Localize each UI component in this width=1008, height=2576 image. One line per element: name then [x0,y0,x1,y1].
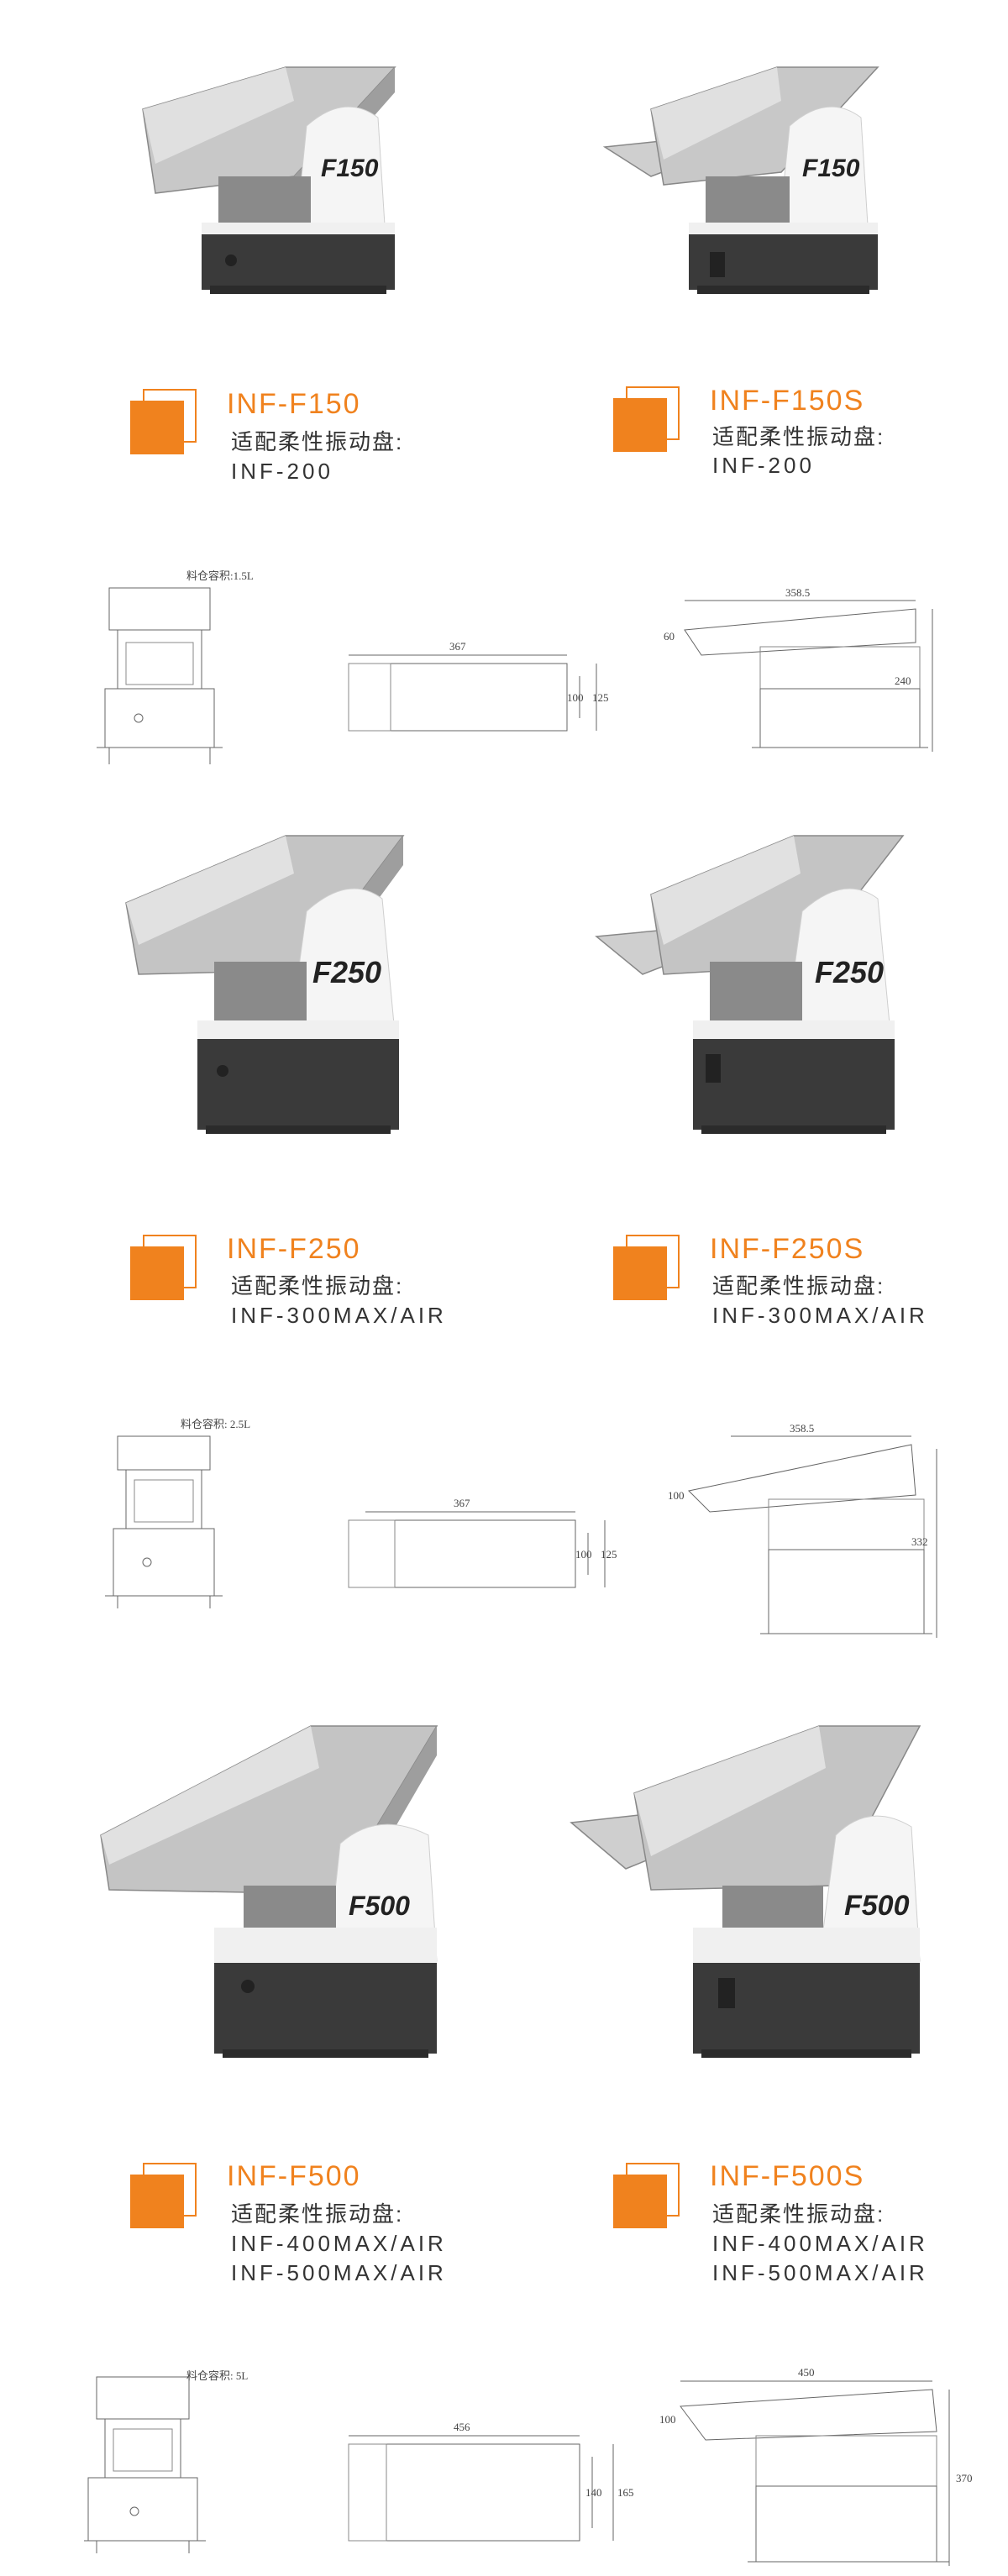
model-name: INF-F500 [227,2160,361,2192]
capacity-note: 料仓容积:1.5L [186,569,254,582]
product-badge: F250 [312,955,381,989]
top-view-drawing: 456 140 165 [348,2421,634,2542]
svg-text:100: 100 [567,691,584,704]
capacity-note: 料仓容积: 5L [186,2369,249,2382]
svg-text:358.5: 358.5 [790,1422,814,1435]
svg-text:60: 60 [664,630,675,643]
product-image-f150s: F150 [602,66,879,294]
svg-text:240: 240 [895,674,911,687]
product-badge: F250 [815,955,884,989]
accent-square [130,1246,184,1300]
svg-text:450: 450 [798,2366,815,2379]
compat-plate: INF-300MAX/AIR [712,1303,928,1328]
accent-square [613,1246,667,1300]
side-view-drawing: 450 100 370 [659,2366,973,2566]
svg-text:100: 100 [659,2413,676,2426]
model-name: INF-F150S [710,385,865,417]
side-view-drawing: 358.5 100 332 [668,1422,937,1638]
product-image-f250s: F250 [595,835,905,1134]
compat-label: 适配柔性振动盘: [712,424,885,449]
compat-plate: INF-400MAX/AIR [712,2231,928,2256]
svg-text:332: 332 [911,1535,928,1548]
svg-text:125: 125 [592,691,609,704]
compat-plate: INF-300MAX/AIR [231,1303,447,1328]
compat-plate: INF-400MAX/AIR [231,2231,447,2256]
side-view-drawing: 358.5 60 240 [664,586,933,752]
product-image-f500s: F500 [570,1725,921,2058]
svg-text:100: 100 [575,1548,592,1561]
svg-text:100: 100 [668,1489,685,1502]
accent-square [613,2175,667,2228]
front-view-drawing [84,2376,206,2553]
svg-text:370: 370 [956,2472,973,2484]
svg-text:367: 367 [449,640,466,653]
model-name: INF-F250S [710,1233,865,1265]
compat-label: 适配柔性振动盘: [231,2201,404,2227]
product-badge: F150 [802,155,860,182]
product-badge: F150 [321,155,379,182]
capacity-note: 料仓容积: 2.5L [181,1418,251,1430]
svg-text:165: 165 [617,2486,634,2499]
model-name: INF-F250 [227,1233,361,1265]
accent-square [130,401,184,454]
front-view-drawing [97,587,223,764]
compat-plate: INF-200 [712,453,815,478]
model-name: INF-F500S [710,2160,865,2192]
accent-square [130,2175,184,2228]
svg-text:358.5: 358.5 [785,586,810,599]
top-view-drawing: 367 100 125 [348,1497,617,1588]
svg-text:456: 456 [454,2421,470,2433]
compat-label: 适配柔性振动盘: [712,2201,885,2227]
product-image-f250: F250 [125,835,405,1134]
product-image-f500: F500 [100,1725,438,2058]
svg-text:125: 125 [601,1548,617,1561]
product-image-f150: F150 [142,66,396,294]
compat-plate: INF-200 [231,459,333,484]
product-badge: F500 [349,1891,410,1921]
accent-square [613,398,667,452]
compat-label: 适配柔性振动盘: [712,1273,885,1298]
compat-label: 适配柔性振动盘: [231,1273,404,1298]
top-view-drawing: 367 100 125 [348,640,609,732]
svg-text:140: 140 [585,2486,602,2499]
model-name: INF-F150 [227,388,361,420]
compat-plate: INF-500MAX/AIR [712,2260,928,2285]
compat-label: 适配柔性振动盘: [231,429,404,454]
product-badge: F500 [844,1890,910,1922]
svg-text:367: 367 [454,1497,470,1509]
compat-plate: INF-500MAX/AIR [231,2260,447,2285]
front-view-drawing [105,1435,223,1608]
